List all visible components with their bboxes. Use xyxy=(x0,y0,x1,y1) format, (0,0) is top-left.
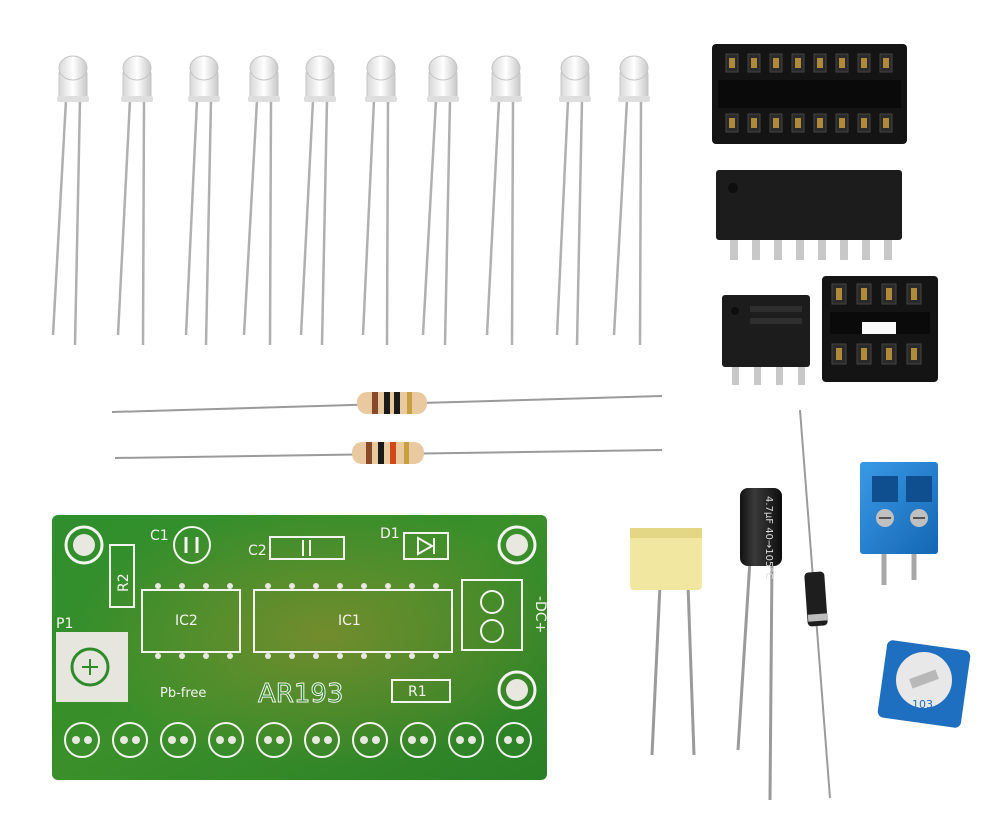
led-pad xyxy=(256,722,292,758)
trimmer-potentiometer: 103 xyxy=(877,640,971,728)
led xyxy=(612,55,650,346)
ic-chip-16pin xyxy=(716,170,902,260)
label-model: AR193 xyxy=(258,679,343,709)
potentiometer-marking: 103 xyxy=(912,698,933,711)
label-p1: P1 xyxy=(56,616,73,632)
led-pad xyxy=(352,722,388,758)
electrolytic-capacitor: 4.7µF 40→105°C xyxy=(736,488,782,801)
label-dc: -DC+ xyxy=(532,596,548,633)
led xyxy=(421,55,459,346)
mounting-hole xyxy=(497,670,537,710)
led-pad xyxy=(64,722,100,758)
label-ic2: IC2 xyxy=(175,613,198,629)
led xyxy=(555,55,591,346)
led xyxy=(51,55,89,346)
led xyxy=(184,55,220,346)
led xyxy=(116,55,153,346)
label-ic1: IC1 xyxy=(338,613,361,629)
label-d1: D1 xyxy=(380,526,400,542)
label-c1: C1 xyxy=(150,528,169,544)
label-c2: C2 xyxy=(248,543,267,559)
mounting-hole xyxy=(497,525,537,565)
led-pad xyxy=(208,722,244,758)
led-pad xyxy=(448,722,484,758)
diode xyxy=(799,409,831,799)
ic-socket-16pin xyxy=(712,44,907,144)
screw-terminal xyxy=(860,462,938,585)
led xyxy=(361,55,397,346)
led xyxy=(242,55,280,346)
label-r2: R2 xyxy=(116,573,132,592)
led xyxy=(485,55,522,346)
led-pad xyxy=(496,722,532,758)
resistor-2 xyxy=(114,442,663,464)
led-pad xyxy=(112,722,148,758)
ic-socket-8pin xyxy=(822,276,938,382)
led-pad xyxy=(400,722,436,758)
mounting-hole xyxy=(64,525,104,565)
resistor-1 xyxy=(111,392,663,414)
capacitor-marking: 4.7µF 40→105°C xyxy=(763,496,774,579)
label-pbfree: Pb-free xyxy=(160,686,206,701)
pcb-board: C1 C2 D1 R2 IC2 IC1 -DC+ P1 Pb-free xyxy=(52,515,548,780)
led-pad xyxy=(304,722,340,758)
led-row xyxy=(51,55,650,346)
ic-chip-8pin xyxy=(722,295,810,385)
led xyxy=(299,55,336,346)
led-pad xyxy=(160,722,196,758)
label-r1: R1 xyxy=(408,684,427,700)
film-capacitor xyxy=(630,528,702,756)
